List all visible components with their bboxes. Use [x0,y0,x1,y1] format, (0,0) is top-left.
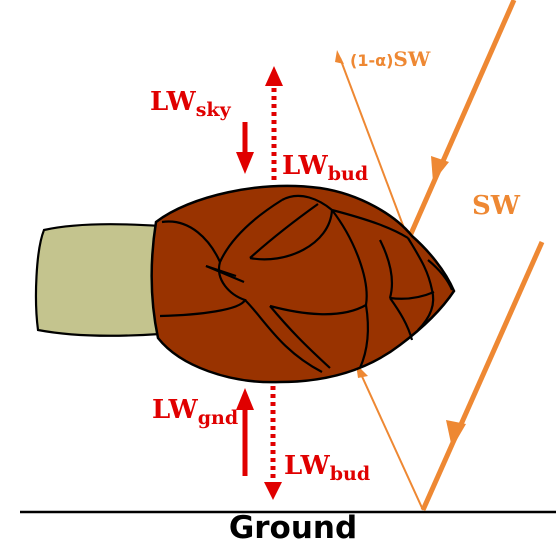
lw-sky-arrowhead [236,152,254,174]
ground-label: Ground [229,510,357,540]
sw-reflected-arrow [339,57,408,237]
sw-incoming-upper-arrow [407,0,517,238]
sw-label: SW [472,191,521,221]
sw-incoming-lower-arrow [420,240,545,512]
stem-shape [34,223,162,337]
lw-bud-top-label: LWbud [282,151,368,185]
sw-incoming-upper-arrowhead [431,156,449,182]
bud-body-shape [150,184,456,384]
bud-illustration [34,184,456,384]
lw-bud-bottom-arrowhead [264,482,282,500]
bud-scale-lines [159,194,454,373]
sw-ground-reflected-arrow [359,371,424,511]
lw-bud-top-arrowhead [265,66,283,86]
lw-sky-label: LWsky [150,87,232,121]
lw-bud-bottom-label: LWbud [284,451,370,485]
lw-gnd-label: LWgnd [152,395,238,429]
reflected-sw-label: (1-α)SW [350,47,431,71]
sw-reflected-arrowhead [335,50,344,64]
lw-gnd-arrowhead [236,388,254,410]
sw-incoming-lower-arrowhead [446,420,466,448]
